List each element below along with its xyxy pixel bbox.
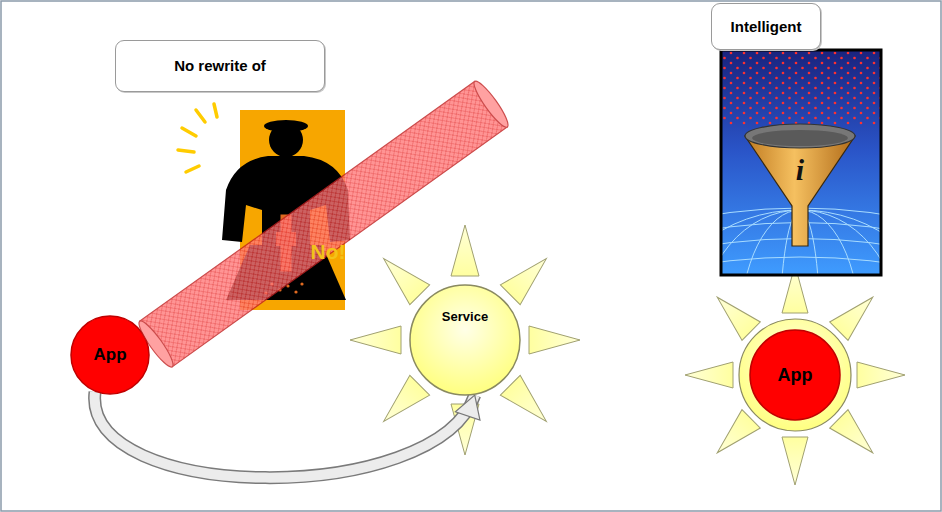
service-sun: Service [409, 284, 521, 396]
app-circle: App [70, 315, 150, 395]
node-label: Service [442, 310, 488, 325]
node-label: Intelligent [731, 18, 802, 35]
warning-text: No! [296, 236, 360, 268]
node-label: No rewrite of [174, 57, 266, 74]
sun-rays [685, 265, 905, 485]
node-label: App [93, 345, 126, 365]
worker-illustration [178, 104, 350, 310]
filter-icon [660, 50, 940, 450]
curved-arrow [95, 392, 480, 478]
app-circle: App [749, 329, 841, 421]
arrow-shaft [95, 392, 475, 478]
arrow-head [455, 395, 480, 420]
title-box: Intelligent [711, 3, 821, 50]
node-label: App [778, 365, 813, 386]
title-box: No rewrite of [115, 40, 325, 92]
info-symbol: i [784, 150, 816, 190]
circle-outline [409, 284, 521, 396]
arrow-shaft [95, 392, 475, 478]
